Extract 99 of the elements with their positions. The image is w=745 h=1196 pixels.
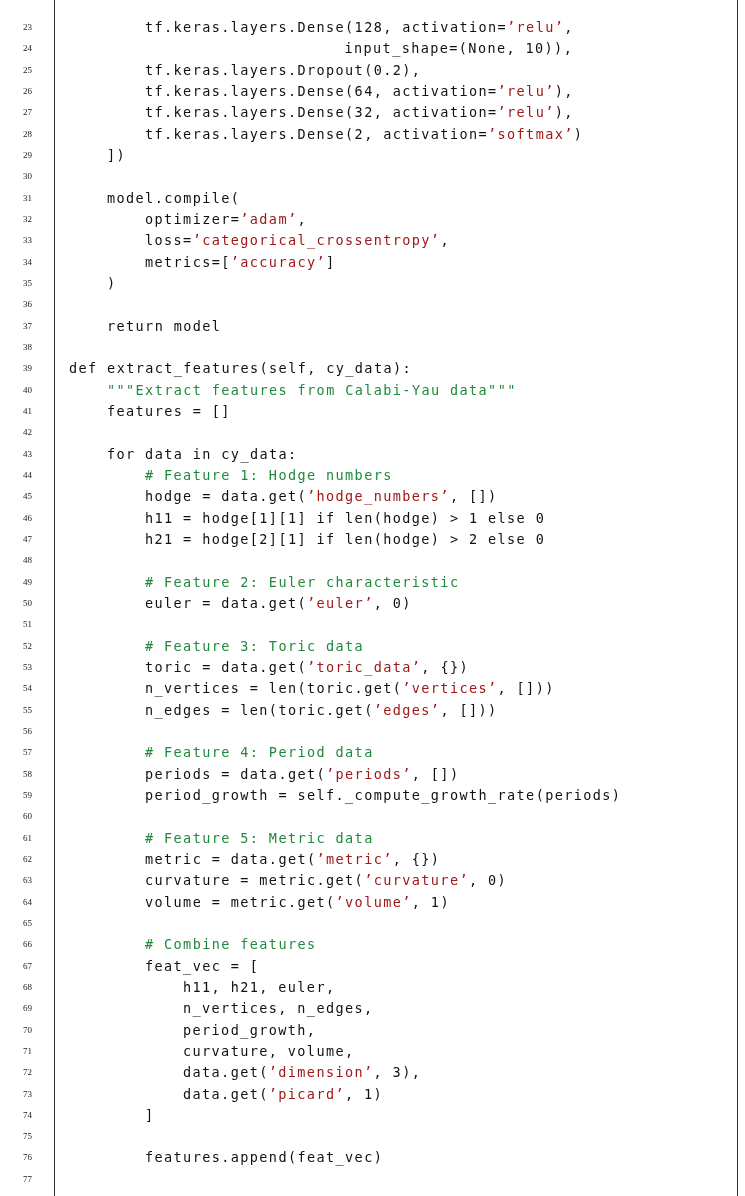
line-number: 50 (22, 596, 32, 609)
code-line: # Feature 3: Toric data (145, 636, 365, 655)
line-number: 65 (22, 916, 32, 929)
code-line: toric = data.get(’toric_data’, {}) (145, 657, 469, 676)
line-number: 28 (22, 127, 32, 140)
line-number: 51 (22, 618, 32, 631)
code-line: ] (145, 1105, 155, 1124)
line-number: 34 (22, 255, 32, 268)
code-line: features.append(feat_vec) (145, 1148, 384, 1167)
line-number: 63 (22, 874, 32, 887)
line-number: 31 (22, 191, 32, 204)
code-line: period_growth, (183, 1020, 317, 1039)
line-number: 45 (22, 490, 32, 503)
line-number: 77 (22, 1172, 32, 1185)
line-number: 33 (22, 234, 32, 247)
code-line: n_vertices, n_edges, (183, 999, 374, 1018)
code-line: # Feature 1: Hodge numbers (145, 465, 393, 484)
line-number: 39 (22, 362, 32, 375)
line-number: 71 (22, 1044, 32, 1057)
line-number: 47 (22, 532, 32, 545)
line-number: 61 (22, 831, 32, 844)
code-line: metrics=[’accuracy’] (145, 252, 336, 271)
line-number: 26 (22, 85, 32, 97)
line-number: 66 (22, 938, 32, 951)
code-line: features = [] (107, 401, 231, 420)
line-number: 29 (22, 148, 32, 161)
code-line: ]) (107, 145, 127, 164)
line-number: 73 (22, 1087, 32, 1100)
code-line: n_edges = len(toric.get(’edges’, [])) (145, 700, 498, 719)
code-line: h11 = hodge[1][1] if len(hodge) > 1 else 0 (145, 508, 546, 527)
line-number: 37 (22, 319, 32, 332)
line-number: 64 (22, 895, 32, 908)
line-number: 72 (22, 1066, 32, 1079)
line-number: 35 (22, 276, 32, 289)
line-number: 38 (22, 340, 32, 353)
code-line: loss=’categorical_crossentropy’, (145, 231, 450, 250)
code-line: # Combine features (145, 935, 317, 954)
line-number: 40 (22, 383, 32, 396)
code-line: feat_vec = [ (145, 956, 260, 975)
line-number: 74 (22, 1108, 32, 1121)
code-line: # Feature 2: Euler characteristic (145, 572, 460, 591)
line-number: 53 (22, 660, 32, 673)
line-number: 36 (22, 298, 32, 311)
code-line: optimizer=’adam’, (145, 209, 307, 228)
line-number: 46 (22, 511, 32, 524)
line-number: 67 (22, 959, 32, 972)
code-line: def extract_features(self, cy_data): (69, 359, 412, 378)
line-number: 49 (22, 575, 32, 588)
code-line: tf.keras.layers.Dense(2, activation=’softmax’) (145, 124, 584, 143)
line-number: 60 (22, 810, 32, 823)
code-line: input_shape=(None, 10)), (344, 39, 574, 58)
code-line: return model (107, 316, 222, 335)
code-line: volume = metric.get(’volume’, 1) (145, 892, 450, 911)
code-line: h11, h21, euler, (183, 977, 336, 996)
line-number: 62 (22, 852, 32, 865)
code-line: model.compile( (107, 188, 241, 207)
line-number: 24 (22, 42, 32, 55)
line-number: 43 (22, 447, 32, 460)
line-number: 57 (22, 746, 32, 759)
line-number: 27 (22, 106, 32, 119)
line-number: 70 (22, 1023, 32, 1036)
line-number: 23 (22, 21, 32, 33)
line-number: 56 (22, 724, 32, 737)
line-number: 48 (22, 554, 32, 567)
line-number: 25 (22, 63, 32, 76)
code-line: periods = data.get(’periods’, []) (145, 764, 460, 783)
code-line: data.get(’picard’, 1) (183, 1084, 384, 1103)
line-number: 59 (22, 788, 32, 801)
code-line: curvature, volume, (183, 1041, 355, 1060)
code-line: for data in cy_data: (107, 444, 298, 463)
code-line: data.get(’dimension’, 3), (183, 1063, 422, 1082)
line-number: 55 (22, 703, 32, 716)
code-line: tf.keras.layers.Dense(32, activation=’relu’), (145, 103, 574, 122)
code-line: tf.keras.layers.Dense(128, activation=’relu’, (145, 18, 574, 36)
line-number: 41 (22, 404, 32, 417)
code-line: tf.keras.layers.Dropout(0.2), (145, 60, 422, 79)
code-line: curvature = metric.get(’curvature’, 0) (145, 871, 508, 890)
line-number: 58 (22, 767, 32, 780)
line-number: 68 (22, 980, 32, 993)
code-line: # Feature 4: Period data (145, 743, 374, 762)
line-number: 32 (22, 212, 32, 225)
line-number: 44 (22, 468, 32, 481)
line-number: 76 (22, 1151, 32, 1164)
code-line: ) (107, 273, 117, 292)
line-number: 30 (22, 170, 32, 183)
code-line: """Extract features from Calabi-Yau data""" (107, 380, 517, 399)
code-line: tf.keras.layers.Dense(64, activation=’relu’), (145, 82, 574, 100)
line-number: 52 (22, 639, 32, 652)
code-line: period_growth = self._compute_growth_rate(periods) (145, 785, 622, 804)
line-number: 75 (22, 1130, 32, 1143)
code-line: n_vertices = len(toric.get(’vertices’, [])) (145, 679, 555, 698)
code-line: h21 = hodge[2][1] if len(hodge) > 2 else 0 (145, 529, 546, 548)
code-line: hodge = data.get(’hodge_numbers’, []) (145, 487, 498, 506)
code-line: # Feature 5: Metric data (145, 828, 374, 847)
line-number: 54 (22, 682, 32, 695)
code-line: metric = data.get(’metric’, {}) (145, 849, 441, 868)
code-line: euler = data.get(’euler’, 0) (145, 593, 412, 612)
line-number: 69 (22, 1002, 32, 1015)
line-number: 42 (22, 426, 32, 439)
